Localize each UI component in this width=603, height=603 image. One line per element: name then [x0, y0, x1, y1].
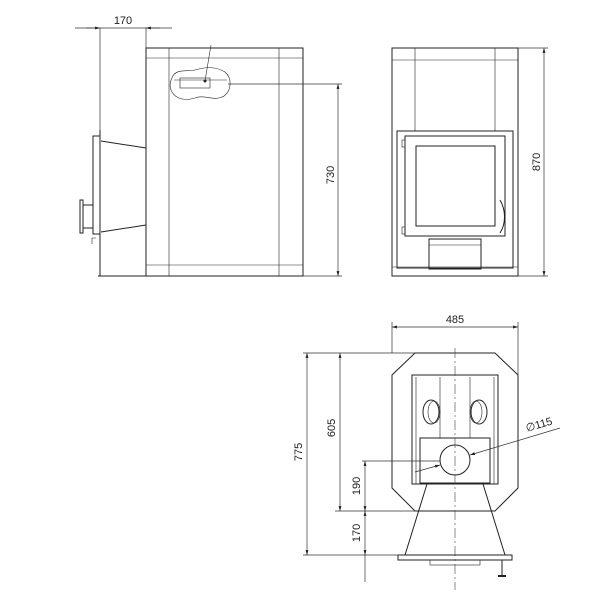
dim-top-605: 605: [326, 419, 338, 437]
dim-top-775: 775: [293, 443, 305, 461]
door-frame: [396, 130, 514, 269]
side-handle-icon: [79, 199, 84, 234]
dim-top-190: 190: [351, 477, 363, 495]
dim-front-870: 870: [531, 153, 543, 171]
dim-top-diameter-115: ∅115: [524, 416, 553, 435]
flue-cutout: [169, 67, 231, 100]
door-handle-icon[interactable]: [499, 199, 505, 234]
top-body-outline: [391, 352, 519, 512]
top-view: 485 775 605 190 170 ∅115: [293, 314, 561, 590]
fire-door[interactable]: [404, 135, 506, 237]
side-view: 170 730: [75, 15, 342, 277]
ash-drawer[interactable]: [428, 238, 482, 270]
air-inlet-right: [470, 399, 488, 425]
hinge-icon: [401, 139, 406, 148]
front-view: 870: [391, 47, 548, 277]
dim-side-730: 730: [325, 166, 337, 184]
dim-side-170: 170: [114, 15, 132, 27]
door-flange: [92, 135, 101, 235]
dim-top-485: 485: [446, 314, 464, 326]
dim-top-170: 170: [351, 524, 363, 542]
front-body: [391, 47, 519, 277]
air-inlet-left: [422, 399, 440, 425]
side-body: [145, 47, 304, 277]
hinge-icon: [401, 226, 406, 235]
door-glass: [415, 145, 496, 227]
